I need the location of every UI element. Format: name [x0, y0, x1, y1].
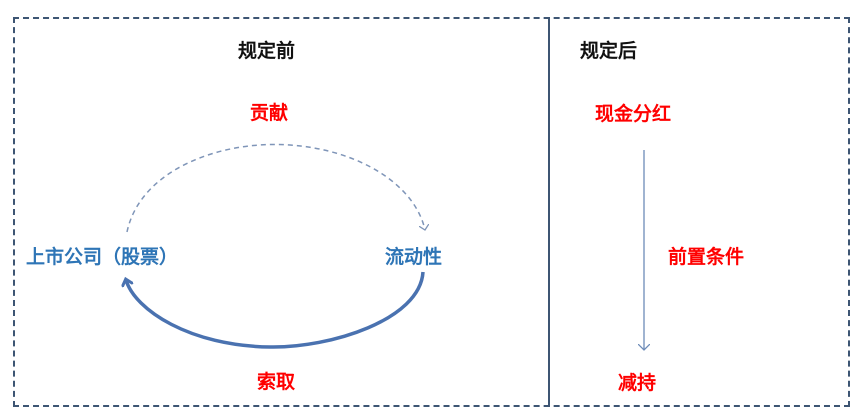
contribute-arrow [126, 143, 425, 233]
company-node: 上市公司（股票） [26, 246, 179, 268]
reduction-node: 减持 [618, 372, 657, 394]
extract-label: 索取 [257, 371, 296, 393]
precondition-label: 前置条件 [668, 246, 745, 268]
extract-arrow [126, 271, 425, 349]
before-title: 规定前 [238, 40, 296, 62]
contribute-label: 贡献 [250, 102, 289, 124]
outer-dashed-frame [13, 17, 850, 407]
section-divider [548, 17, 550, 407]
after-title: 规定后 [580, 40, 638, 62]
liquidity-node: 流动性 [385, 246, 443, 268]
dividend-node: 现金分红 [595, 103, 672, 125]
